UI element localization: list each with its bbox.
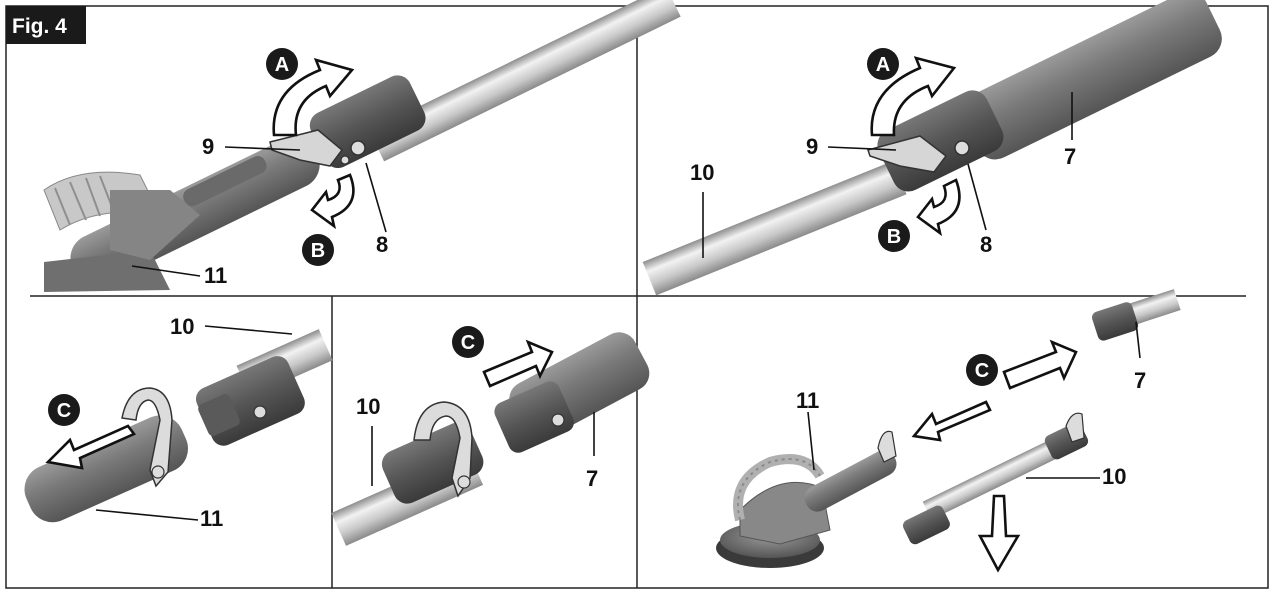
svg-text:A: A <box>876 54 890 76</box>
figure-title-badge: Fig. 4 <box>6 6 86 44</box>
part-label-10: 10 <box>356 394 380 419</box>
handle-grip <box>24 415 189 523</box>
push-arrow-icon <box>1002 339 1078 390</box>
extension-tube <box>369 0 681 162</box>
part-label-9: 9 <box>202 134 214 159</box>
tube-collar <box>494 381 574 453</box>
part-label-11: 11 <box>796 388 819 413</box>
rotate-arrow-icon <box>916 178 961 237</box>
tube-end-cap <box>902 505 950 545</box>
outer-tube <box>961 0 1222 160</box>
tube-end-cap <box>1092 302 1139 341</box>
panel-bottom-middle: C 10 7 <box>331 326 650 546</box>
inner-tube <box>642 160 907 296</box>
part-label-7: 7 <box>586 466 598 491</box>
rotate-arrow-icon <box>870 56 957 137</box>
part-label-7: 7 <box>1134 368 1146 393</box>
panel-top-left: A B 9 8 11 <box>43 0 681 292</box>
step-badge-c: C <box>452 326 484 358</box>
push-arrow-icon <box>482 339 554 388</box>
step-badge-c: C <box>966 354 998 386</box>
part-label-11: 11 <box>204 263 227 288</box>
part-label-10: 10 <box>690 160 714 185</box>
panel-bottom-left: C 10 11 <box>24 314 333 531</box>
clamp-lever <box>413 401 473 498</box>
step-badge-b: B <box>302 234 334 266</box>
svg-text:C: C <box>57 400 71 422</box>
pull-arrow-icon <box>45 424 137 470</box>
svg-text:A: A <box>275 54 289 76</box>
rotate-arrow-icon <box>310 173 355 230</box>
clamp-screw <box>350 140 366 156</box>
clamp-screw <box>954 140 970 156</box>
rotate-arrow-icon <box>272 58 355 137</box>
part-label-10: 10 <box>1102 464 1126 489</box>
sander-head <box>716 454 831 568</box>
part-label-8: 8 <box>980 232 992 257</box>
handle-grip <box>804 450 897 512</box>
step-badge-a: A <box>266 48 298 80</box>
figure-title: Fig. 4 <box>12 15 67 38</box>
clamp-lever <box>121 387 173 488</box>
pull-arrow-icon <box>911 400 992 442</box>
clamp-collar <box>309 75 426 169</box>
part-label-7: 7 <box>1064 144 1076 169</box>
step-badge-c: C <box>48 394 80 426</box>
svg-text:B: B <box>887 226 901 248</box>
svg-text:B: B <box>311 240 325 262</box>
step-badge-b: B <box>878 220 910 252</box>
dust-hose <box>43 171 161 231</box>
clamp-lever <box>867 135 948 173</box>
step-badge-a: A <box>867 48 899 80</box>
clamp-lever <box>269 129 344 167</box>
svg-text:C: C <box>461 332 475 354</box>
tool-base-bracket <box>44 250 170 292</box>
part-label-8: 8 <box>376 232 388 257</box>
inner-tube <box>922 440 1058 520</box>
clamp-collar <box>381 422 484 504</box>
down-arrow-icon <box>977 494 1021 573</box>
svg-text:C: C <box>975 360 989 382</box>
part-label-11: 11 <box>200 506 223 531</box>
part-label-9: 9 <box>806 134 818 159</box>
panel-top-right: A B 10 9 7 8 <box>642 0 1222 296</box>
tool-head-bracket <box>110 190 200 260</box>
panel-bottom-right: C 7 11 10 <box>716 289 1181 573</box>
part-label-10: 10 <box>170 314 194 339</box>
clamp-lever <box>877 430 897 463</box>
